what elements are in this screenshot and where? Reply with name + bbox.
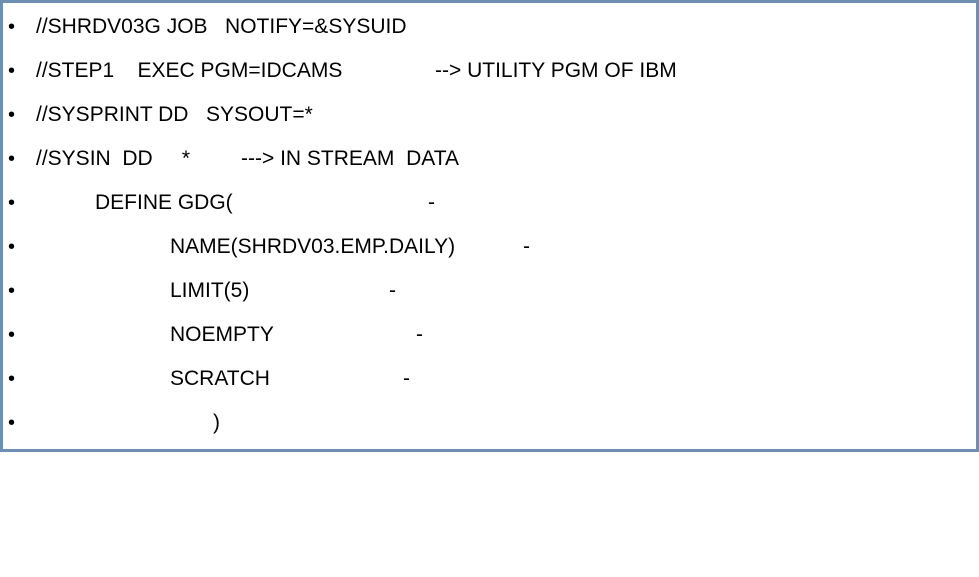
continuation-mark: - [403,367,410,390]
continuation-mark: - [416,323,423,346]
jcl-code-text: NAME(SHRDV03.EMP.DAILY) [170,235,456,258]
bullet-icon: • [8,368,16,390]
jcl-line-3: • //SYSPRINT DD SYSOUT=* [3,93,976,137]
bullet-icon: • [8,412,16,434]
continuation-mark: - [428,191,435,214]
bullet-icon: • [8,104,16,126]
jcl-line-9: • SCRATCH - [3,357,976,401]
bullet-icon: • [8,280,16,302]
continuation-mark: - [389,279,396,302]
jcl-line-4: • //SYSIN DD * ---> IN STREAM DATA [3,137,976,181]
bullet-icon: • [8,148,16,170]
continuation-mark: - [523,235,530,258]
bullet-icon: • [8,324,16,346]
jcl-line-1: • //SHRDV03G JOB NOTIFY=&SYSUID [3,5,976,49]
bullet-icon: • [8,192,16,214]
jcl-code-text: SCRATCH [170,367,270,390]
jcl-slide-frame: • //SHRDV03G JOB NOTIFY=&SYSUID • //STEP… [0,0,979,452]
jcl-comment-text: ---> IN STREAM DATA [241,147,459,170]
bullet-icon: • [8,60,16,82]
jcl-line-5: • DEFINE GDG( - [3,181,976,225]
jcl-line-6: • NAME(SHRDV03.EMP.DAILY) - [3,225,976,269]
jcl-code-text: ) [213,411,220,434]
jcl-code-text: //SYSPRINT DD SYSOUT=* [36,103,313,126]
jcl-line-10: • ) [3,401,976,445]
jcl-line-2: • //STEP1 EXEC PGM=IDCAMS --> UTILITY PG… [3,49,976,93]
jcl-code-text: LIMIT(5) [170,279,250,302]
jcl-code-text: NOEMPTY [170,323,274,346]
jcl-code-text: //SHRDV03G JOB NOTIFY=&SYSUID [36,15,407,38]
jcl-code-text: //STEP1 EXEC PGM=IDCAMS [36,59,343,82]
jcl-comment-text: --> UTILITY PGM OF IBM [435,59,677,82]
jcl-code-text: DEFINE GDG( [95,191,233,214]
jcl-line-7: • LIMIT(5) - [3,269,976,313]
bullet-icon: • [8,16,16,38]
jcl-code-text: //SYSIN DD * [36,147,191,170]
bullet-icon: • [8,236,16,258]
jcl-line-8: • NOEMPTY - [3,313,976,357]
